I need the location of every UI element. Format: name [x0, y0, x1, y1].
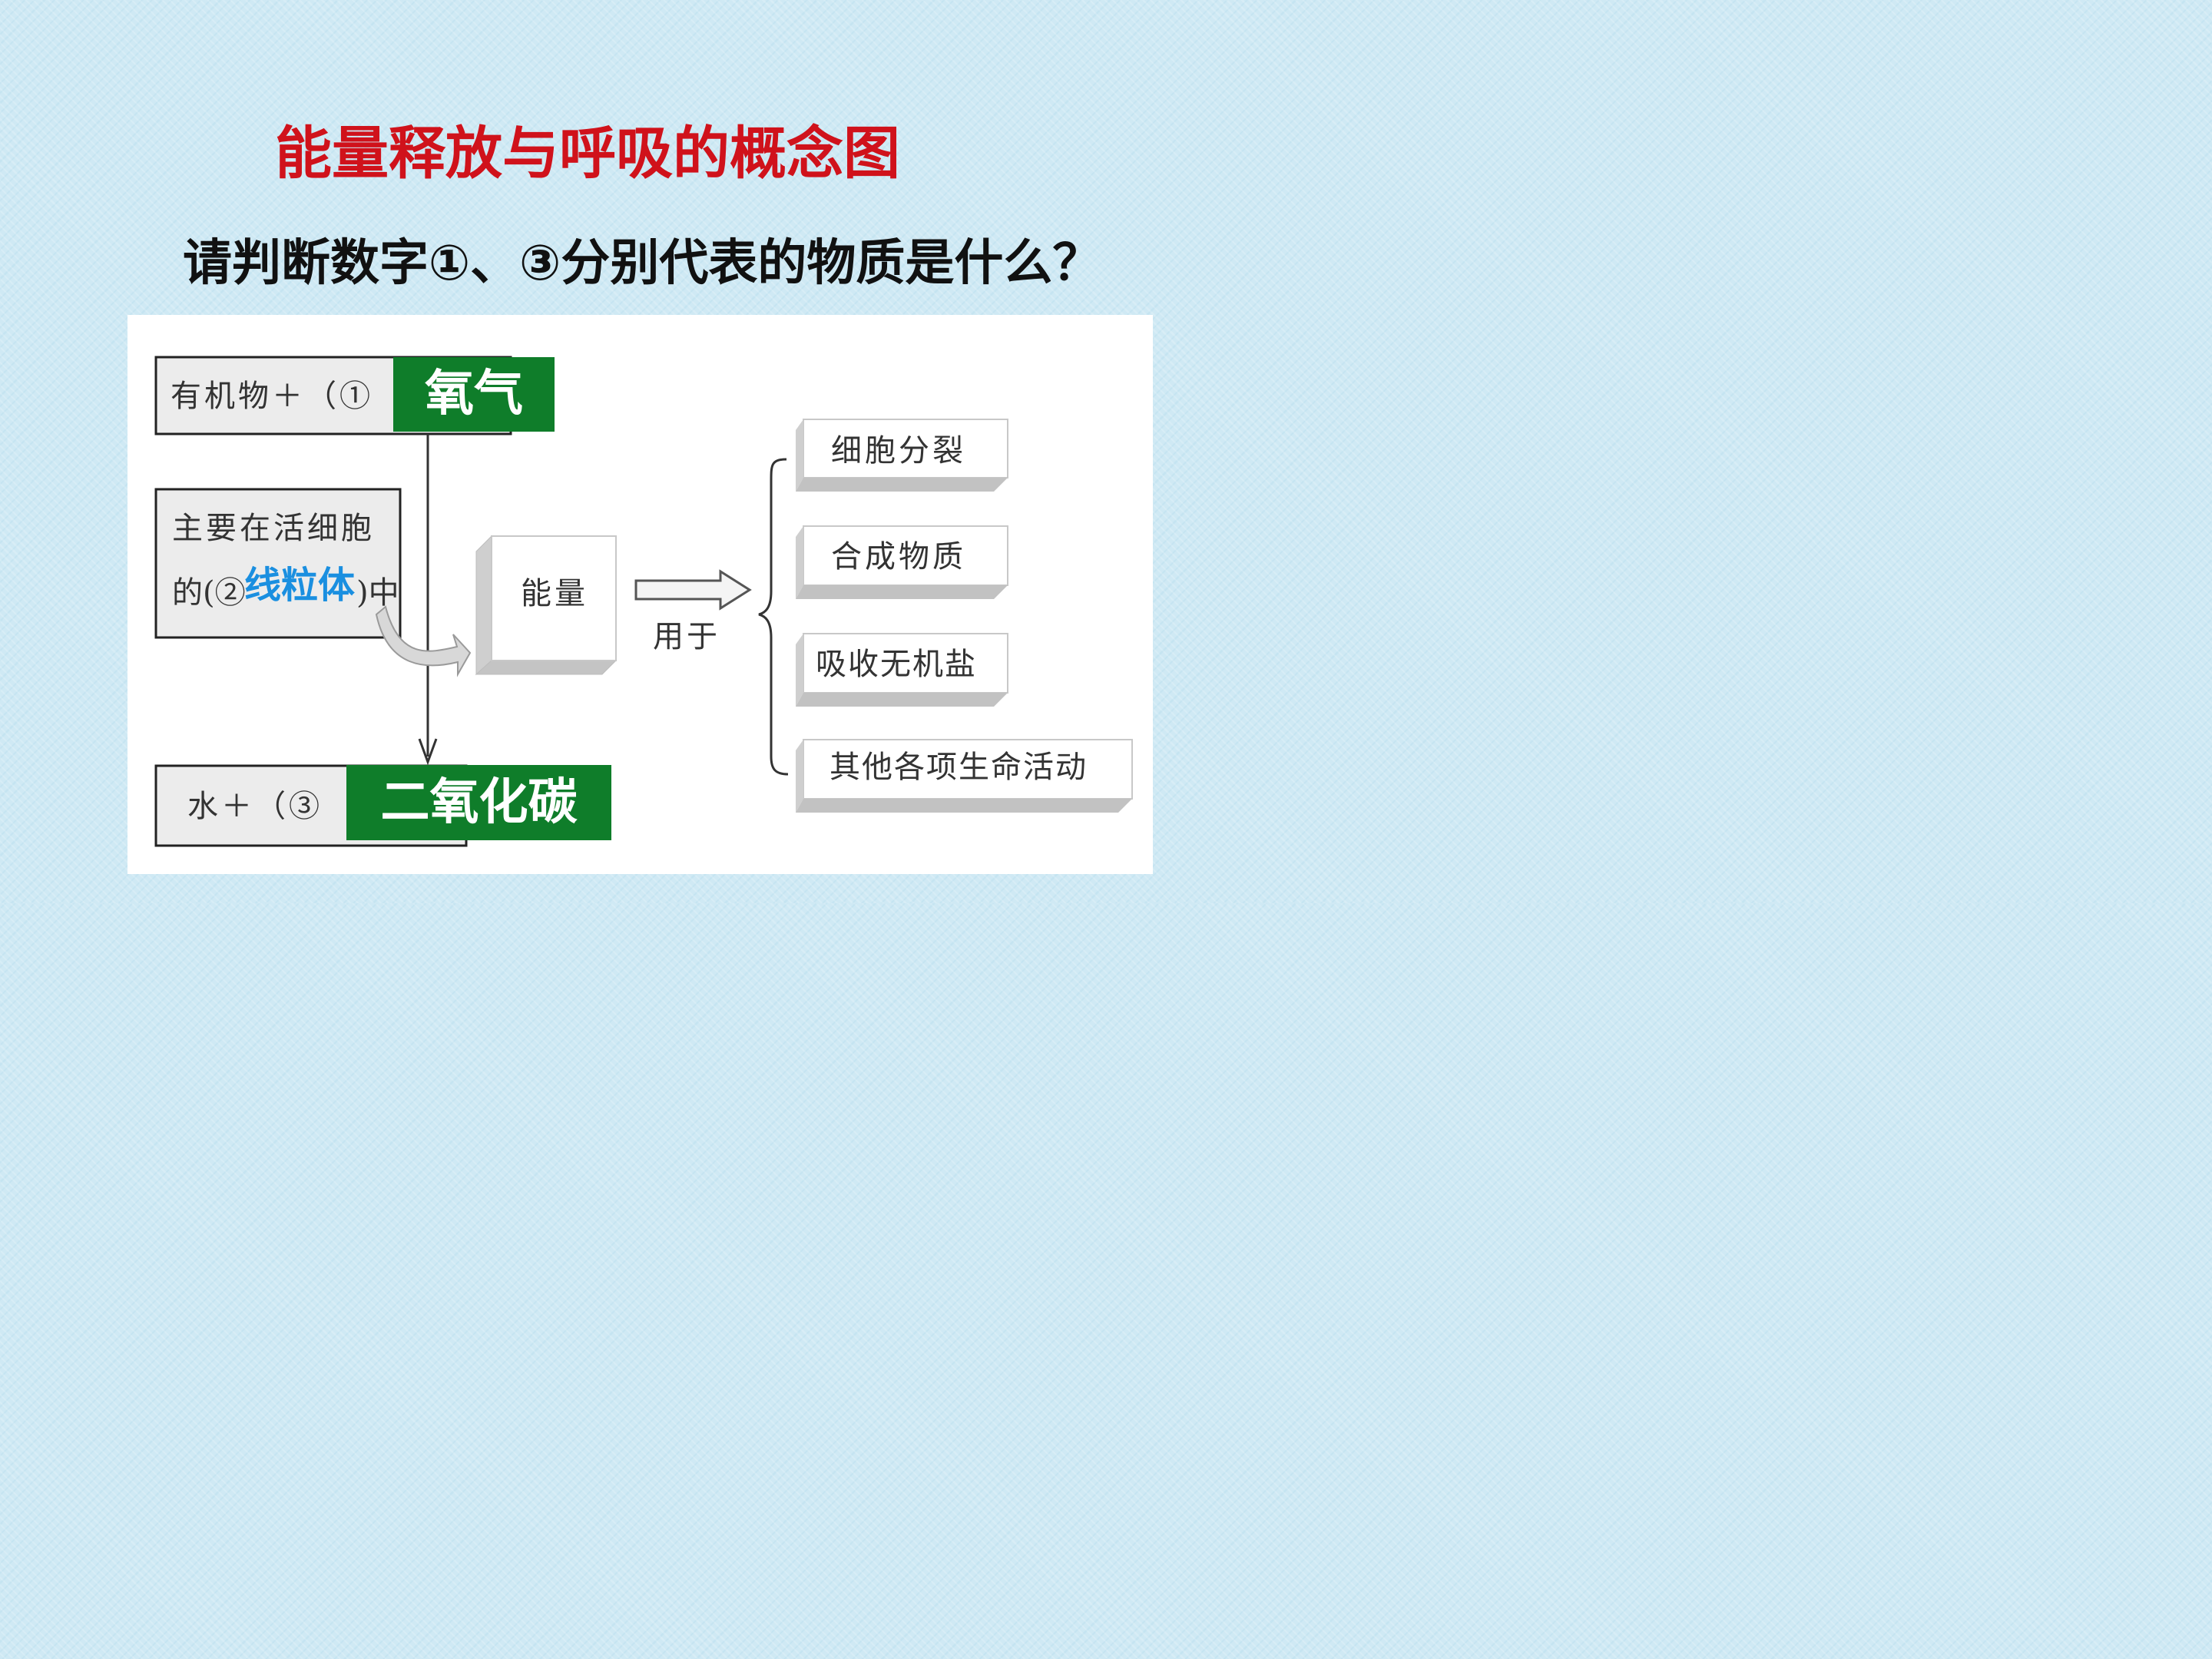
page-title: 能量释放与呼吸的概念图	[275, 121, 900, 187]
use-label: 用于	[653, 619, 720, 654]
use-arrow	[634, 569, 752, 611]
energy-cube-side	[475, 535, 492, 676]
location-line-2-end: )中	[356, 575, 399, 611]
answer-oxygen-label: 氧气	[393, 357, 555, 432]
answer-carbon-dioxide-label: 二氧化碳	[346, 765, 611, 840]
use-item-synthesis: 合成物质	[831, 539, 966, 575]
energy-label: 能量	[521, 576, 588, 611]
curved-arrow	[375, 605, 472, 677]
uses-brace	[758, 458, 789, 776]
location-box	[154, 488, 402, 639]
use-item-other-activities: 其他各项生命活动	[830, 750, 1088, 785]
use-box-3	[796, 633, 1008, 707]
answer-mitochondria-label: 线粒体	[244, 564, 356, 607]
use-item-absorb-salts: 吸收无机盐	[816, 647, 977, 682]
reaction-arrow-head	[418, 738, 438, 766]
input-box-label: 有机物＋（①	[171, 379, 373, 414]
use-box-2	[796, 525, 1008, 599]
use-box-1	[796, 419, 1008, 492]
energy-cube-face	[491, 535, 617, 661]
location-line-1: 主要在活细胞	[172, 511, 375, 546]
output-box-label: 水＋（③	[187, 789, 323, 824]
location-line-2-start: 的(②	[172, 575, 246, 611]
use-box-4	[796, 739, 1133, 813]
use-item-cell-division: 细胞分裂	[831, 433, 966, 469]
energy-cube-bottom	[475, 660, 618, 675]
question-text: 请判断数字①、③分别代表的物质是什么？	[183, 235, 1102, 292]
